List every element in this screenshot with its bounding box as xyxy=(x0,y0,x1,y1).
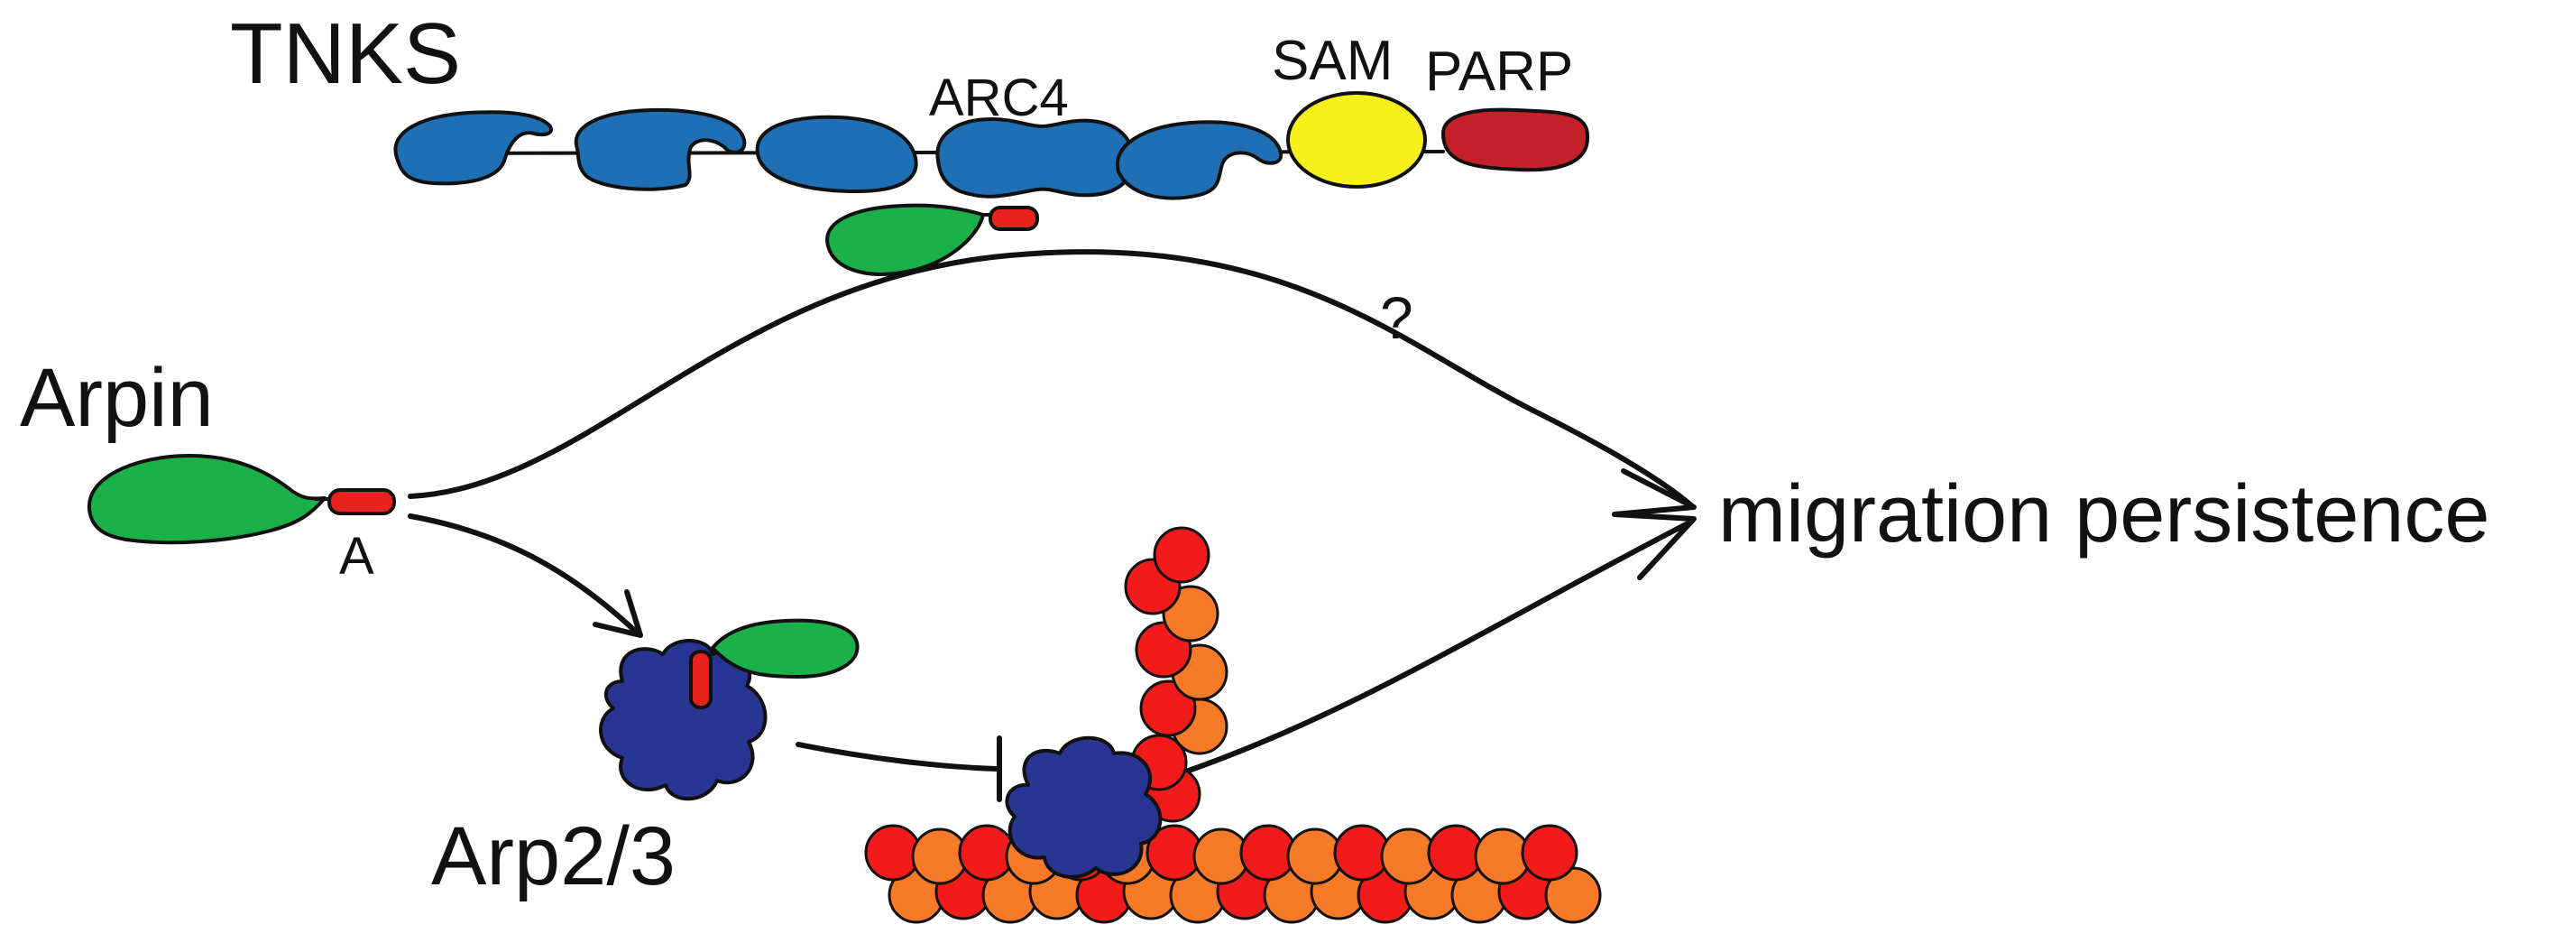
arc4-domain xyxy=(935,117,1135,199)
arp23-at-branch xyxy=(1005,735,1163,879)
acidic-motif xyxy=(989,206,1039,231)
tnks-protein xyxy=(393,91,1590,200)
arp23-label: Arp2/3 xyxy=(431,810,676,902)
tnks-pathway-arrowhead xyxy=(1612,468,1697,517)
parp-domain xyxy=(1441,107,1590,172)
sam-label: SAM xyxy=(1272,30,1393,92)
arpin-globular-domain xyxy=(711,618,860,679)
arc2-domain xyxy=(574,107,747,191)
actin-pathway-arrow xyxy=(1183,519,1694,774)
arp23-complex xyxy=(599,639,768,801)
parp-label: PARP xyxy=(1425,41,1573,103)
actin-monomer xyxy=(1153,526,1210,584)
arpin-label: Arpin xyxy=(20,352,214,444)
arc5-domain xyxy=(1115,120,1283,200)
actin-monomer xyxy=(1139,679,1197,737)
arpin-protein xyxy=(87,454,396,545)
arpin-to-arp23-arrow xyxy=(408,513,639,634)
arc3-domain xyxy=(755,115,918,193)
acidic-motif xyxy=(689,650,713,709)
migration-persistence-label: migration persistence xyxy=(1718,469,2489,559)
actin-pathway-arrowhead xyxy=(1612,512,1697,580)
sam-domain xyxy=(1286,91,1427,189)
actin-monomer xyxy=(1521,824,1578,882)
arpin-bound-to-tnks xyxy=(825,203,1039,276)
arc1-domain xyxy=(393,110,553,186)
tnks-linker xyxy=(395,150,1445,155)
tnks-pathway-arrow xyxy=(408,249,1694,508)
question-mark: ? xyxy=(1380,284,1413,351)
acidic-motif xyxy=(327,488,396,515)
arpin-to-arp23-arrowhead xyxy=(593,589,643,638)
arc4-label: ARC4 xyxy=(929,69,1069,127)
actin-network xyxy=(864,526,1602,924)
arpin-globular-domain xyxy=(87,454,327,545)
tnks-label: TNKS xyxy=(230,5,461,102)
a-motif-label: A xyxy=(339,527,374,586)
arp23-arpin-complex xyxy=(599,618,860,801)
inhibition-line xyxy=(796,742,999,772)
